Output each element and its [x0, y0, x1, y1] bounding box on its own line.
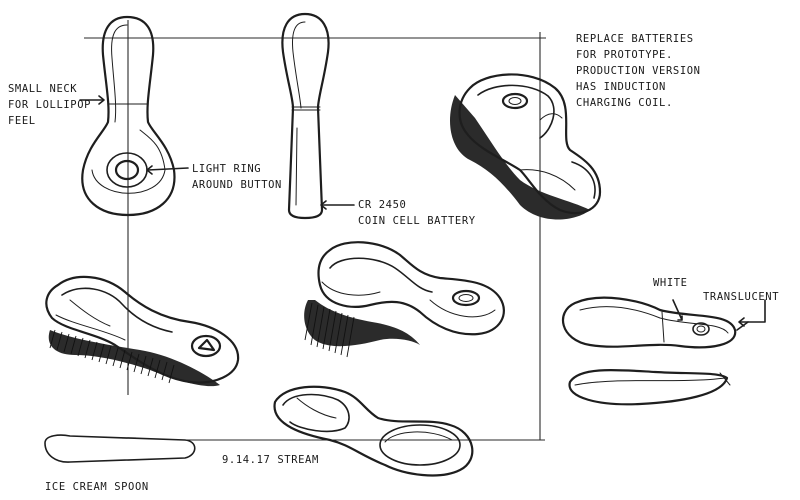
spoon-perspective-left: [45, 275, 240, 387]
battery-line-1: CR 2450: [358, 199, 406, 211]
annotation-small-neck: SMALL NECK FOR LOLLIPOP FEEL: [8, 83, 91, 127]
light-ring-line-2: AROUND BUTTON: [192, 179, 282, 191]
annotation-battery: CR 2450 COIN CELL BATTERY: [358, 199, 476, 227]
replace-batteries-line-4: HAS INDUCTION: [576, 81, 666, 93]
leader-arrows: [79, 95, 766, 327]
button-icon: [114, 159, 140, 181]
small-neck-line-2: FOR LOLLIPOP: [8, 99, 91, 111]
annotation-light-ring: LIGHT RING AROUND BUTTON: [192, 163, 282, 191]
replace-batteries-line-3: PRODUCTION VERSION: [576, 65, 701, 77]
construction-frame: [84, 20, 546, 441]
annotation-ice-cream-spoon: ICE CREAM SPOON: [45, 481, 149, 493]
spoon-front-view: [81, 15, 176, 217]
replace-batteries-line-5: CHARGING COIL.: [576, 97, 673, 109]
spoon-perspective-middle: [304, 241, 505, 358]
small-neck-line-1: SMALL NECK: [8, 83, 77, 95]
spoon-perspective-top-right: [450, 73, 602, 220]
battery-line-2: COIN CELL BATTERY: [358, 215, 476, 227]
replace-batteries-line-2: FOR PROTOTYPE.: [576, 49, 673, 61]
annotation-replace-batteries: REPLACE BATTERIES FOR PROTOTYPE. PRODUCT…: [576, 33, 701, 109]
annotation-date-stream: 9.14.17 STREAM: [222, 454, 319, 466]
small-neck-line-3: FEEL: [8, 115, 36, 127]
ice-cream-spoon-reference: [44, 434, 196, 463]
button-triangle-icon: [197, 338, 216, 352]
button-light-ring: [106, 152, 148, 188]
spoon-right-views: [562, 296, 749, 406]
spoon-open-view: [273, 385, 474, 477]
annotation-translucent: TRANSLUCENT: [703, 291, 779, 303]
annotation-white: WHITE: [653, 277, 688, 289]
light-ring-line-1: LIGHT RING: [192, 163, 261, 175]
replace-batteries-line-1: REPLACE BATTERIES: [576, 33, 694, 45]
spoon-side-view: [281, 12, 330, 220]
